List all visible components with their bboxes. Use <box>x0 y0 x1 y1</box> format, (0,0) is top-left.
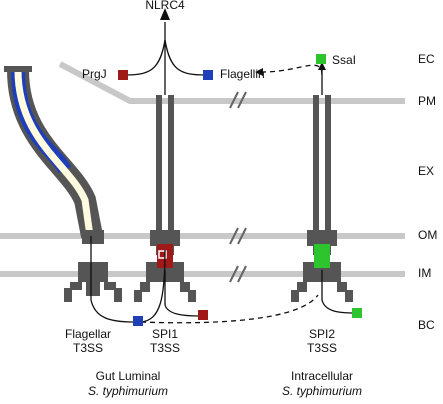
break-mark-om <box>229 227 247 245</box>
prgj-square-bottom <box>198 310 208 320</box>
flagellar-label-line1: Flagellar <box>64 327 112 341</box>
spi2-label-line1: SPI2 <box>308 327 336 341</box>
ssai-square-top <box>316 54 326 64</box>
ex-label: EX <box>418 164 435 178</box>
break-mark-pm <box>229 91 247 109</box>
ssai-square-bottom <box>352 308 362 318</box>
flagellin-to-spi2-dashed-path <box>140 294 319 324</box>
spi1-flagellin-uptake-path <box>140 249 166 323</box>
flagellin-label: Flagellin <box>220 67 265 81</box>
flagellin-secretion-path <box>90 236 135 323</box>
flagellin-square-top <box>203 70 213 80</box>
spi1-prgj-path <box>164 270 201 317</box>
break-mark-im <box>229 265 247 283</box>
spi1-needle-complex <box>134 95 196 302</box>
prgj-to-nlrc4-arrow <box>124 39 166 76</box>
intracellular-label: Intracellular <box>290 369 354 383</box>
prgj-label: PrgJ <box>82 67 107 81</box>
flagellin-square-bottom <box>133 316 143 326</box>
im-label: IM <box>418 266 432 280</box>
om-label: OM <box>418 228 438 242</box>
spi1-inner-square <box>158 250 167 259</box>
flagellar-basal-body <box>64 230 122 302</box>
spi2-ssai-inner-rod <box>314 244 330 268</box>
spi1-label-line1: SPI1 <box>151 327 179 341</box>
bc-label: BC <box>418 318 435 332</box>
spi1-label-line2: T3SS <box>149 341 181 355</box>
ec-label: EC <box>418 52 435 66</box>
gut-species-label: S. typhimurium <box>87 384 169 398</box>
nlrc4-label: NLRC4 <box>145 0 185 12</box>
ssai-label: SsaI <box>332 53 357 67</box>
flagellar-filament <box>4 66 103 239</box>
pm-label: PM <box>418 94 436 108</box>
intracellular-species-label: S. typhimurium <box>281 384 363 398</box>
flagellar-label-line2: T3SS <box>72 341 104 355</box>
gut-luminal-label: Gut Luminal <box>95 369 161 383</box>
arrowheads <box>160 8 326 76</box>
prgj-square <box>118 70 128 80</box>
spi2-label-line2: T3SS <box>306 341 338 355</box>
flagellin-crossfeed-dashed-arrow <box>261 64 323 76</box>
spi2-ssai-path <box>321 270 356 314</box>
flagellin-to-nlrc4-arrow <box>164 39 206 76</box>
